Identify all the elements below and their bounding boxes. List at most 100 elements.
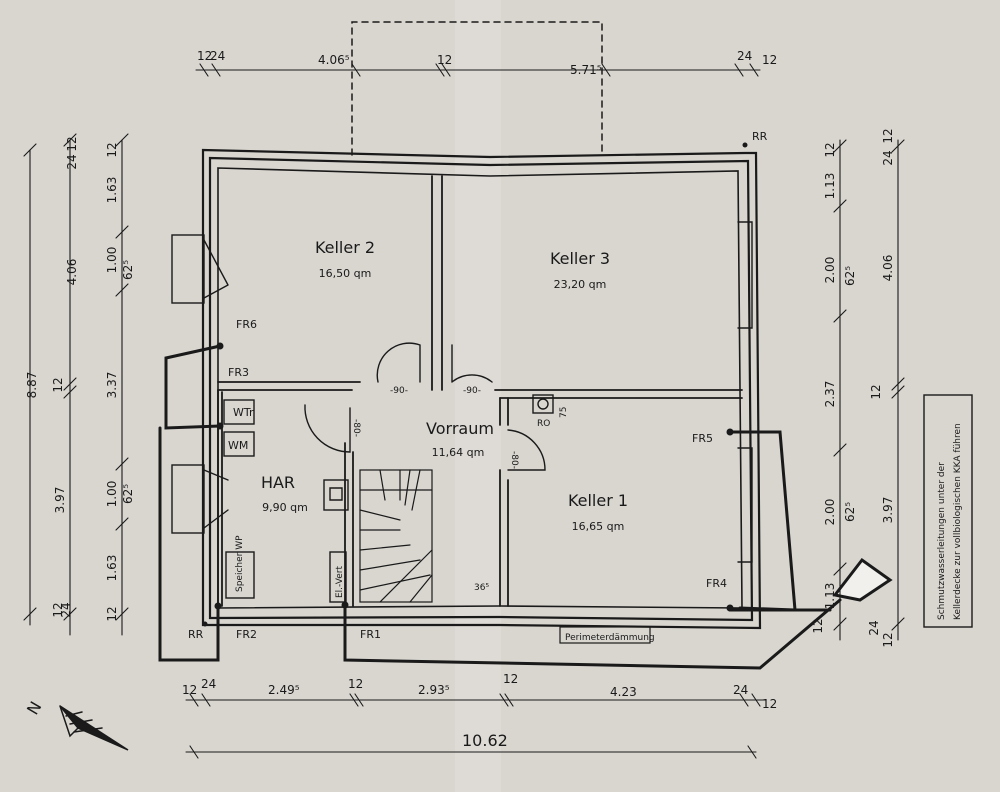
dim-left-inner-4: 3.37 <box>105 372 119 399</box>
dim-right-outer-2: 4.06 <box>881 255 895 282</box>
room-area-har: 9,90 qm <box>262 501 308 514</box>
dim-bottom-6: 4.23 <box>610 685 637 699</box>
dim-right-inner-2: 2.00 <box>823 257 837 284</box>
room-name-keller1: Keller 1 <box>568 491 628 510</box>
room-area-keller1: 16,65 qm <box>572 520 625 533</box>
dim-left-inner-3: 62⁵ <box>121 260 135 280</box>
right-windows <box>737 221 753 563</box>
dim-left-mid-4: 3.97 <box>53 487 67 514</box>
dim-overall: 10.62 <box>462 731 508 750</box>
dim-right-outer-6: 12 <box>881 632 895 647</box>
dim-bottom-8: 12 <box>762 697 777 711</box>
label-ro-75: 75 <box>559 407 569 418</box>
dim-bottom-4: 2.93⁵ <box>418 683 450 697</box>
dim-bottom-1: 24 <box>201 677 216 691</box>
dim-left-mid-6: 24 <box>59 602 73 617</box>
door-swings <box>304 342 546 471</box>
label-fr6: FR6 <box>236 318 257 331</box>
dim-top-5: 24 <box>737 49 752 63</box>
dim-right-inner-6: 62⁵ <box>843 502 857 522</box>
room-name-keller2: Keller 2 <box>315 238 375 257</box>
door-width-1: -90- <box>390 386 408 396</box>
dim-bottom-2: 2.49⁵ <box>268 683 300 697</box>
door-width-3: -80- <box>351 419 361 437</box>
staircase <box>359 469 433 603</box>
label-speicher: Speicher WP <box>235 535 245 592</box>
label-fr2: FR2 <box>236 628 257 641</box>
dim-top-3: 12 <box>437 53 452 67</box>
north-arrow-icon <box>59 705 129 751</box>
label-ro: RO <box>537 419 550 429</box>
dim-right-outer-0: 12 <box>881 128 895 143</box>
dim-top-0: 12 <box>197 49 212 63</box>
label-wm: WM <box>228 439 248 452</box>
dim-bottom-7: 24 <box>733 683 748 697</box>
dim-left-inner-0: 12 <box>105 142 119 157</box>
dim-top-4: 5.71⁵ <box>570 63 602 77</box>
door-width-4: -80- <box>509 451 519 469</box>
dim-left-mid-5: 12 <box>51 602 65 617</box>
dim-left-total: 8.87 <box>25 372 39 399</box>
dim-right-outer-1: 24 <box>881 150 895 165</box>
left-windows <box>171 234 229 534</box>
dim-left-inner-6: 62⁵ <box>121 484 135 504</box>
dim-right-inner-1: 1.13 <box>823 173 837 200</box>
dim-bottom-0: 12 <box>182 683 197 697</box>
entrance-outline <box>351 21 603 156</box>
label-fr3: FR3 <box>228 366 249 379</box>
note-box <box>923 394 973 628</box>
dim-left-mid-2: 4.06 <box>65 259 79 286</box>
dim-left-inner-5: 1.00 <box>105 481 119 508</box>
dim-left-mid-1: 24 <box>65 154 79 169</box>
label-fr4: FR4 <box>706 577 727 590</box>
dim-bottom-5: 12 <box>503 672 518 686</box>
dim-top-2: 4.06⁵ <box>318 53 350 67</box>
dim-top-6: 12 <box>762 53 777 67</box>
dim-left-inner-8: 12 <box>105 606 119 621</box>
label-stair-36: 36⁵ <box>474 583 489 593</box>
note-line-2: Kellerdecke zur vollbiologischen KKA füh… <box>953 423 963 620</box>
dim-left-inner-7: 1.63 <box>105 555 119 582</box>
door-width-2: -90- <box>463 386 481 396</box>
perimeter-insulation-box <box>559 626 651 644</box>
dim-right-inner-4: 2.37 <box>823 381 837 408</box>
room-area-vorraum: 11,64 qm <box>432 446 485 459</box>
room-area-keller3: 23,20 qm <box>554 278 607 291</box>
dim-right-outer-3: 12 <box>869 384 883 399</box>
room-area-keller2: 16,50 qm <box>319 267 372 280</box>
paper-fold <box>455 0 501 792</box>
outer-walls <box>201 148 762 630</box>
label-el-vert: El.-Vert <box>335 566 345 598</box>
room-name-keller3: Keller 3 <box>550 249 610 268</box>
dim-right-inner-0: 12 <box>823 142 837 157</box>
bottom-dimension-line <box>185 693 767 759</box>
label-fr5: FR5 <box>692 432 713 445</box>
label-perimeter: Perimeterdämmung <box>565 633 655 643</box>
interior-walls <box>217 175 743 609</box>
dim-left-mid-0: 12 <box>65 136 79 151</box>
drain-points <box>202 142 748 627</box>
dim-right-outer-4: 3.97 <box>881 497 895 524</box>
top-dimension-line <box>195 63 761 77</box>
label-rr-bottom: RR <box>188 628 204 641</box>
label-wtr: WTr <box>233 406 254 419</box>
north-label: N <box>23 698 45 718</box>
drain-pipes <box>158 344 893 670</box>
appliances <box>223 394 554 603</box>
dim-right-inner-3: 62⁵ <box>843 266 857 286</box>
right-dimension-lines <box>833 139 905 641</box>
dim-left-inner-1: 1.63 <box>105 177 119 204</box>
dim-left-mid-3: 12 <box>51 377 65 392</box>
dim-top-1: 24 <box>210 49 225 63</box>
label-rr-top: RR <box>752 130 768 143</box>
dim-right-outer-5: 24 <box>867 620 881 635</box>
label-fr1: FR1 <box>360 628 381 641</box>
dim-right-inner-8: 12 <box>811 618 825 633</box>
dim-left-inner-2: 1.00 <box>105 247 119 274</box>
room-name-vorraum: Vorraum <box>426 419 494 438</box>
left-dimension-lines <box>23 133 129 636</box>
room-name-har: HAR <box>261 473 295 492</box>
dim-bottom-3: 12 <box>348 677 363 691</box>
